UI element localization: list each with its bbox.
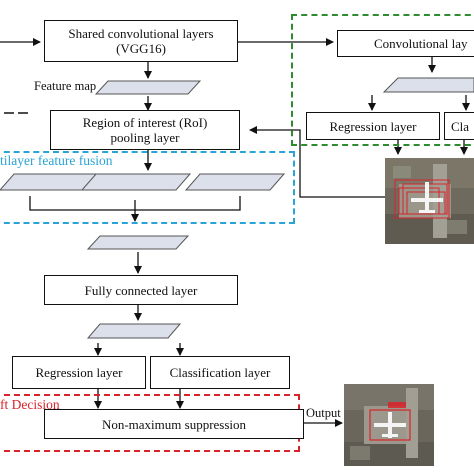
output-label: Output [306,406,341,420]
aerial-airport-image [385,158,474,244]
nms-label: Non-maximum suppression [101,416,247,432]
fusion-plane-3 [184,173,286,191]
fused-feature-plane [86,235,190,250]
roi-pooling-box: Region of interest (RoI) pooling layer [50,110,240,150]
aerial-airport-detection-image [344,384,434,466]
regression-box-right: Regression layer [306,112,440,140]
right-plane [382,77,474,93]
fusion-dashed-frame [0,151,295,224]
classification-box-bottom: Classification layer [150,356,290,389]
regression-box-bottom: Regression layer [12,356,146,389]
fully-connected-label: Fully connected layer [84,282,198,298]
shared-conv-sublabel: (VGG16) [116,41,166,56]
feedback-path [249,126,385,198]
roi-label-line1: Region of interest (RoI) [82,115,208,130]
conv-right-box: Convolutional lay [337,30,474,57]
feature-map-plane [94,80,202,95]
fusion-plane-2 [80,173,192,191]
shared-conv-label: Shared convolutional layers [68,26,214,41]
classification-label-right: Cla [451,118,470,134]
conv-right-label: Convolutional lay [374,36,468,51]
regression-label-right: Regression layer [329,118,417,134]
roi-label-line2: pooling layer [110,130,180,145]
soft-decision-label: ft Decision [0,397,60,412]
regression-label-bottom: Regression layer [35,365,123,380]
fc-output-plane [86,323,182,339]
feature-map-label: Feature map [34,79,97,93]
classification-box-right: Cla [444,112,474,140]
shared-conv-box: Shared convolutional layers (VGG16) [44,20,238,62]
fusion-label: tilayer feature fusion [0,153,113,168]
nms-box: Non-maximum suppression [44,409,304,439]
classification-label-bottom: Classification layer [169,365,271,380]
fully-connected-box: Fully connected layer [44,275,238,305]
rpn-dashed-frame [291,14,474,146]
